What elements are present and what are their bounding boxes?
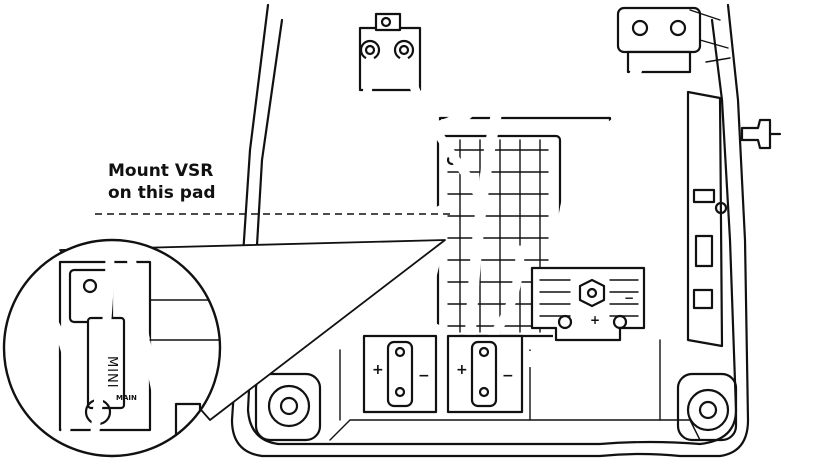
corner-boss-right	[676, 372, 738, 442]
callout-line-1: Mount VSR	[108, 161, 214, 181]
terminal-block-left: + −	[362, 334, 438, 414]
inset-mini-label: MINI	[104, 356, 119, 389]
callout-line-2: on this pad	[108, 183, 216, 203]
terminal-right-negative: −	[624, 291, 634, 305]
terminal-right-positive: +	[590, 313, 600, 327]
inset-ring	[2, 238, 222, 458]
inset-main-label: MAIN	[116, 394, 137, 402]
corner-boss-left	[254, 372, 322, 442]
terminal-left-negative: −	[418, 368, 430, 384]
callout-label: Mount VSR on this pad	[108, 160, 216, 204]
inset-magnifier: MINI MAIN	[2, 238, 222, 458]
right-connector	[530, 266, 646, 342]
terminal-center-positive: +	[456, 362, 468, 378]
terminal-left-positive: +	[372, 362, 384, 378]
terminal-center-negative: −	[502, 368, 514, 384]
terminal-block-center: + −	[446, 334, 524, 414]
enclosure	[230, 3, 782, 458]
side-circuit-board	[686, 90, 728, 348]
top-switch	[616, 6, 731, 74]
